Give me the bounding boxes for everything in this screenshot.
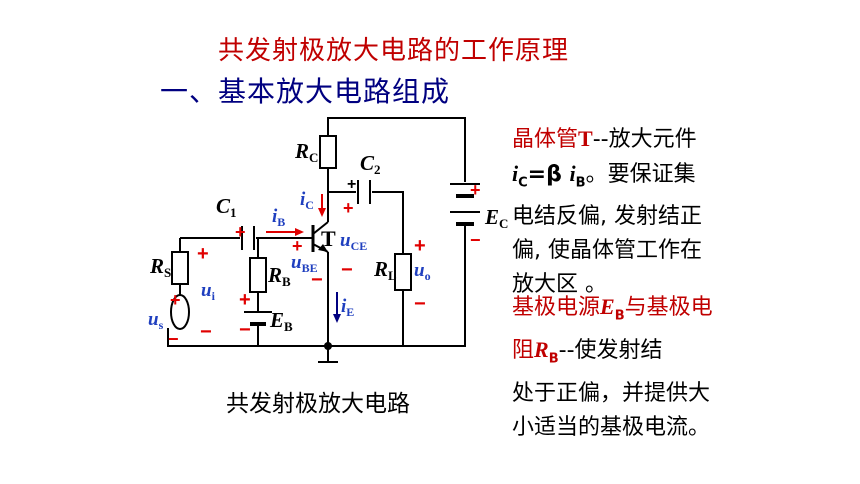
description-base-bias: 基极电源EB与基极电 阻RB--使发射结 处于正偏，并提供大 小适当的基极电流。 xyxy=(512,290,713,445)
desc-line: 电结反偏, 发射结正 xyxy=(512,204,702,230)
resistor-rl xyxy=(394,253,412,291)
capacitor-c1 xyxy=(241,226,255,250)
desc-line: 基极电源EB与基极电 xyxy=(512,294,713,324)
desc-line: 小适当的基极电流。 xyxy=(512,414,711,440)
label-rs: RS xyxy=(149,254,171,280)
signal-source-us xyxy=(170,294,190,330)
description-transistor: 晶体管T--放大元件 iC=β iB。要保证集 电结反偏, 发射结正 偏, 使晶… xyxy=(512,122,702,302)
desc-line: 偏, 使晶体管工作在 xyxy=(512,238,702,264)
svg-text:−: − xyxy=(311,269,323,291)
svg-text:+: + xyxy=(347,176,356,193)
capacitor-c2 xyxy=(357,180,371,204)
battery-ec xyxy=(450,183,480,238)
label-rb: RB xyxy=(267,263,291,289)
diagram-caption: 共发射极放大电路 xyxy=(226,391,410,417)
svg-text:+: + xyxy=(414,235,426,257)
svg-text:+: + xyxy=(239,289,251,311)
svg-text:−: − xyxy=(168,329,179,349)
battery-eb xyxy=(244,311,272,326)
svg-text:+: + xyxy=(470,180,481,200)
label-eb: EB xyxy=(269,308,293,334)
svg-text:+: + xyxy=(197,243,209,265)
polarity-signs: + + − + − + − + − + − + + − + − xyxy=(168,176,481,349)
label-ib: iB xyxy=(272,206,285,229)
label-us: us xyxy=(148,309,164,332)
label-ube: uBE xyxy=(291,252,318,275)
section-heading: 一、基本放大电路组成 xyxy=(160,75,451,108)
label-uce: uCE xyxy=(340,230,367,253)
svg-text:−: − xyxy=(414,293,426,315)
label-ec: EC xyxy=(484,205,508,231)
resistor-rb xyxy=(249,257,267,293)
label-c1: C1 xyxy=(216,194,237,220)
current-arrows xyxy=(266,194,341,323)
svg-text:+: + xyxy=(343,198,354,218)
svg-text:−: − xyxy=(470,230,481,250)
label-ie: iE xyxy=(341,296,354,319)
desc-line: 处于正偏，并提供大 xyxy=(512,380,711,406)
label-c2: C2 xyxy=(360,151,381,177)
svg-text:+: + xyxy=(170,290,181,310)
label-transistor-t: T xyxy=(321,226,336,251)
resistor-rs xyxy=(171,251,189,285)
svg-text:+: + xyxy=(292,236,303,256)
label-ic: iC xyxy=(300,189,314,212)
resistor-rc xyxy=(319,135,337,169)
desc-line: iC=β iB。要保证集 xyxy=(512,161,696,191)
desc-line: 晶体管T--放大元件 xyxy=(512,126,697,152)
desc-line: 放大区 。 xyxy=(512,272,607,298)
label-rl: RL xyxy=(373,257,397,283)
label-rc: RC xyxy=(294,139,318,165)
page-title: 共发射极放大电路的工作原理 xyxy=(218,36,570,66)
circuit-wires xyxy=(167,117,466,363)
desc-line: 阻RB--使发射结 xyxy=(512,337,663,367)
svg-text:−: − xyxy=(341,259,353,281)
label-ui: ui xyxy=(201,280,216,303)
label-uo: uo xyxy=(414,260,431,283)
svg-text:−: − xyxy=(239,319,251,341)
svg-text:+: + xyxy=(235,222,246,242)
svg-text:−: − xyxy=(200,321,212,343)
